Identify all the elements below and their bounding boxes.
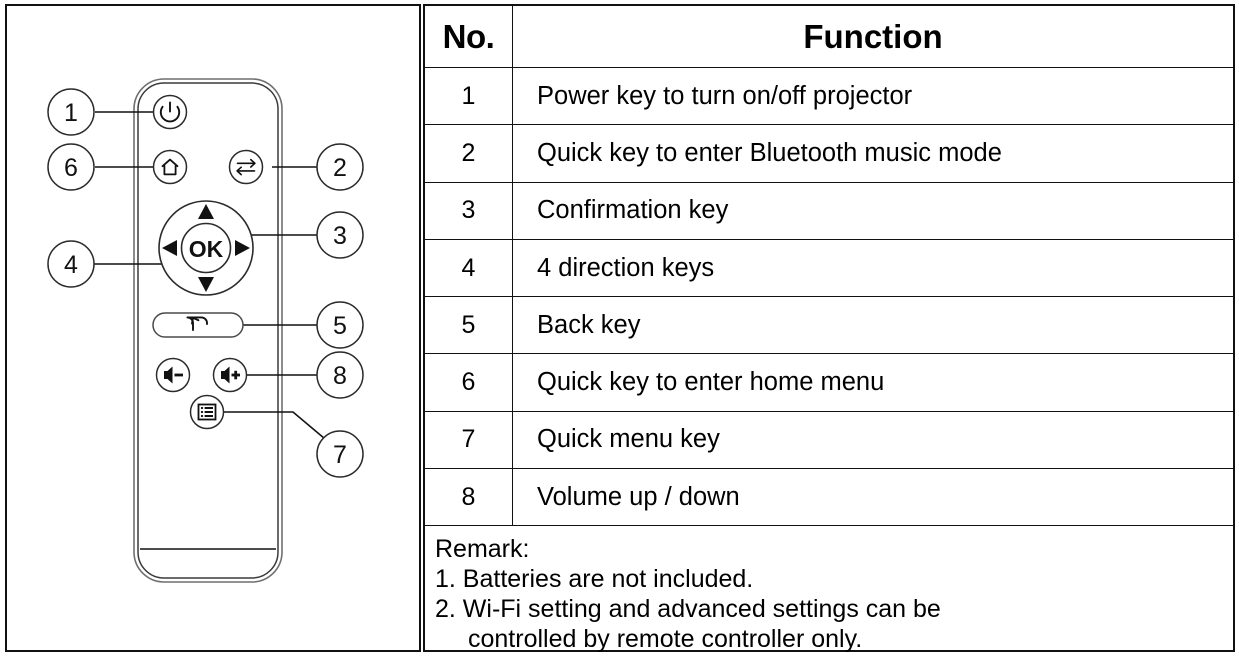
- callout-label: 6: [64, 154, 78, 182]
- speaker-icon: [221, 366, 240, 384]
- callout-5: 5: [316, 301, 364, 349]
- remark-section: Remark: 1. Batteries are not included. 2…: [425, 526, 1233, 656]
- remark-item-1: 1. Batteries are not included.: [435, 565, 754, 594]
- ok-label: OK: [189, 236, 224, 262]
- callout-1: 1: [47, 88, 95, 136]
- row-function: Quick menu key: [537, 425, 720, 454]
- remark-item-2-continued: controlled by remote controller only.: [468, 625, 863, 654]
- table-row: 1 Power key to turn on/off projector: [425, 68, 1233, 126]
- row-function: Power key to turn on/off projector: [537, 81, 913, 110]
- row-function: Back key: [537, 310, 641, 339]
- callout-label: 5: [333, 312, 347, 340]
- callout-7: 7: [316, 430, 364, 478]
- ok-button[interactable]: OK: [180, 222, 232, 274]
- row-function: Confirmation key: [537, 196, 729, 225]
- function-table: No. Function 1 Power key to turn on/off …: [423, 4, 1235, 653]
- bluetooth-swap-button[interactable]: [228, 149, 264, 185]
- arrow-left-icon[interactable]: [162, 240, 177, 256]
- callout-label: 3: [333, 222, 347, 250]
- power-button[interactable]: [152, 94, 188, 130]
- speaker-icon: [164, 366, 183, 384]
- table-header-row: No. Function: [425, 6, 1233, 68]
- table-row: 4 4 direction keys: [425, 239, 1233, 298]
- row-number: 4: [425, 239, 513, 297]
- row-number: 5: [425, 297, 513, 354]
- row-number: 8: [425, 469, 513, 526]
- callout-label: 8: [333, 362, 347, 390]
- back-arrow-icon: [186, 316, 208, 331]
- callout-label: 1: [64, 99, 78, 127]
- table-row: 8 Volume up / down: [425, 469, 1233, 527]
- column-header-no: No.: [425, 6, 513, 67]
- table-row: 6 Quick key to enter home menu: [425, 354, 1233, 412]
- callout-label: 4: [64, 251, 78, 279]
- callout-6: 6: [47, 143, 95, 191]
- row-function: Volume up / down: [537, 482, 740, 511]
- row-number: 3: [425, 182, 513, 239]
- power-icon: [159, 101, 181, 123]
- row-function: 4 direction keys: [537, 253, 715, 282]
- arrow-right-icon[interactable]: [235, 240, 250, 256]
- menu-button[interactable]: [189, 394, 225, 430]
- row-function: Quick key to enter home menu: [537, 368, 885, 397]
- row-function: Quick key to enter Bluetooth music mode: [537, 138, 1002, 167]
- callout-2: 2: [316, 143, 364, 191]
- arrow-down-icon[interactable]: [198, 277, 214, 292]
- remote-diagram-panel: OK: [5, 4, 421, 652]
- remote-illustration: OK: [47, 78, 364, 583]
- arrow-up-icon[interactable]: [198, 204, 214, 219]
- swap-arrows-icon: [236, 158, 256, 176]
- row-number: 7: [425, 411, 513, 469]
- row-number: 2: [425, 125, 513, 182]
- home-icon: [161, 158, 179, 176]
- row-number: 6: [425, 354, 513, 411]
- table-row: 2 Quick key to enter Bluetooth music mod…: [425, 125, 1233, 183]
- table-row: 3 Confirmation key: [425, 182, 1233, 240]
- remark-title: Remark:: [435, 535, 530, 564]
- home-button[interactable]: [152, 149, 188, 185]
- volume-down-button[interactable]: [155, 357, 191, 393]
- remark-item-2: 2. Wi-Fi setting and advanced settings c…: [435, 595, 941, 624]
- volume-up-button[interactable]: [212, 357, 248, 393]
- callout-4: 4: [47, 240, 95, 288]
- callout-3: 3: [316, 211, 364, 259]
- row-number: 1: [425, 68, 513, 125]
- callout-label: 7: [333, 441, 347, 469]
- back-button[interactable]: [152, 312, 244, 338]
- table-row: 5 Back key: [425, 297, 1233, 355]
- list-menu-icon: [197, 403, 217, 421]
- callout-label: 2: [333, 154, 347, 182]
- callout-8: 8: [316, 351, 364, 399]
- column-header-function: Function: [803, 17, 943, 55]
- table-row: 7 Quick menu key: [425, 411, 1233, 470]
